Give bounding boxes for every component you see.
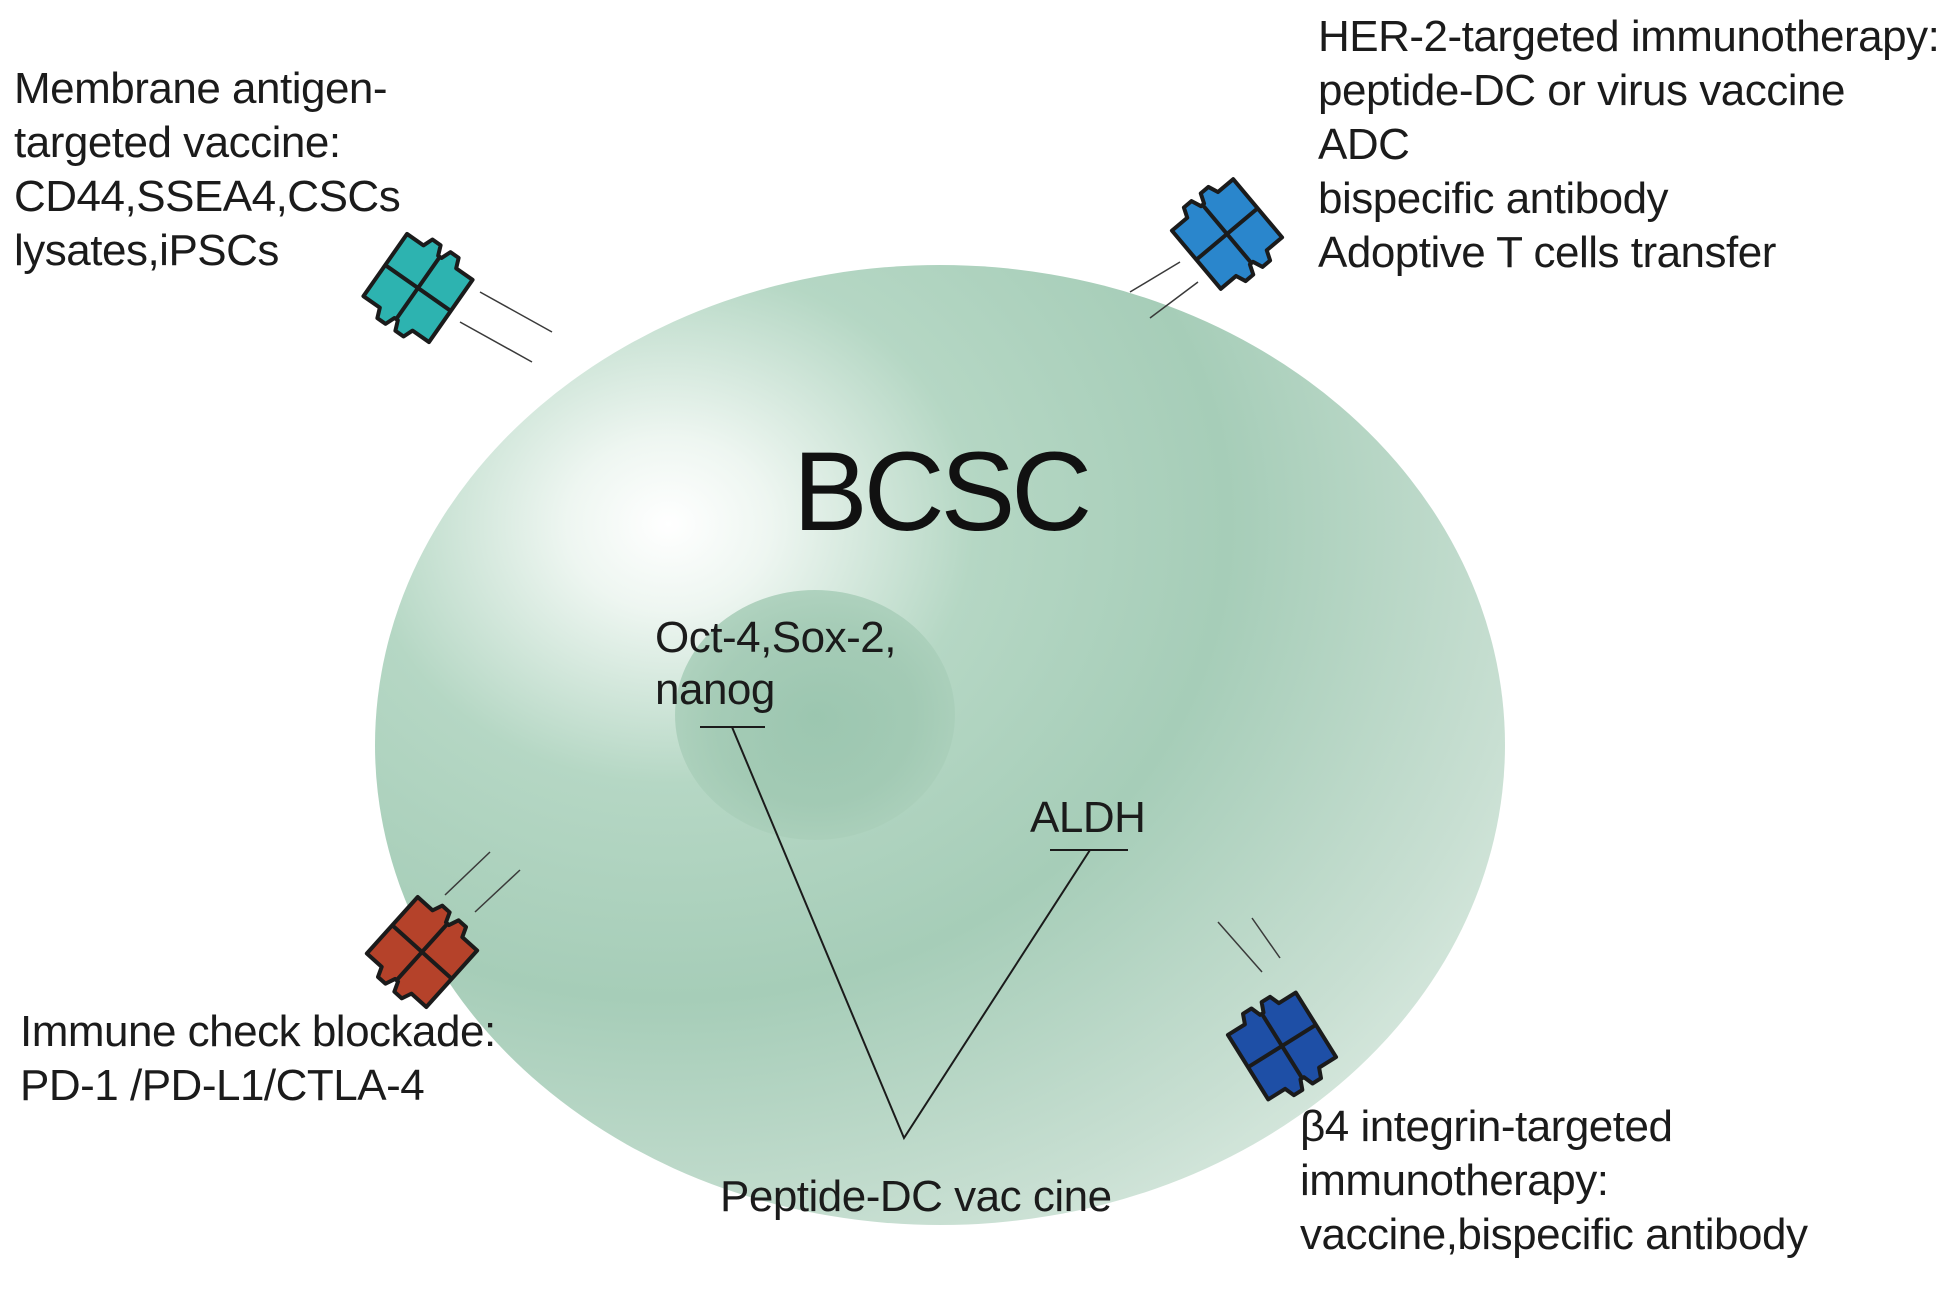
- nucleus-line-2: nanog: [655, 665, 775, 714]
- b4-line-2: immunotherapy:: [1300, 1156, 1609, 1205]
- her2-line-3: ADC: [1318, 120, 1410, 169]
- her2-line-5: Adoptive T cells transfer: [1318, 228, 1776, 277]
- membrane-line-4: lysates,iPSCs: [14, 226, 279, 275]
- cell-name-text: BCSC: [793, 429, 1092, 554]
- peptide-connectors: [700, 726, 1128, 1141]
- her2-label: HER-2-targeted immunotherapy: peptide-DC…: [1318, 10, 1940, 280]
- b4-integrin-label: β4 integrin-targeted immunotherapy: vacc…: [1300, 1100, 1808, 1262]
- her2-line-4: bispecific antibody: [1318, 174, 1669, 223]
- membrane-line-3: CD44,SSEA4,CSCs: [14, 172, 401, 221]
- membrane-antigen-label: Membrane antigen- targeted vaccine: CD44…: [14, 62, 401, 278]
- immune-checkpoint-label: Immune check blockade: PD-1 /PD-L1/CTLA-…: [20, 1005, 496, 1113]
- cell-name-label: BCSC: [793, 429, 1092, 554]
- aldh-label: ALDH: [1030, 792, 1146, 844]
- immune-line-1: Immune check blockade:: [20, 1007, 496, 1056]
- her2-receptor: [1163, 169, 1291, 299]
- membrane-line-1: Membrane antigen-: [14, 64, 388, 113]
- aldh-text: ALDH: [1030, 793, 1146, 842]
- nucleus-label: Oct-4,Sox-2, nanog: [655, 612, 896, 716]
- nucleus: [675, 590, 955, 840]
- peptide-dc-vaccine-label: Peptide-DC vac cine: [720, 1170, 1112, 1224]
- her2-line-1: HER-2-targeted immunotherapy:: [1318, 12, 1940, 61]
- b4-line-3: vaccine,bispecific antibody: [1300, 1210, 1808, 1259]
- immune-line-2: PD-1 /PD-L1/CTLA-4: [20, 1061, 425, 1110]
- nucleus-line-1: Oct-4,Sox-2,: [655, 613, 896, 662]
- receptor-tethers: [444, 261, 1281, 973]
- membrane-line-2: targeted vaccine:: [14, 118, 341, 167]
- b4-line-1: β4 integrin-targeted: [1300, 1102, 1673, 1151]
- peptide-dc-text: Peptide-DC vac cine: [720, 1172, 1112, 1221]
- her2-line-2: peptide-DC or virus vaccine: [1318, 66, 1845, 115]
